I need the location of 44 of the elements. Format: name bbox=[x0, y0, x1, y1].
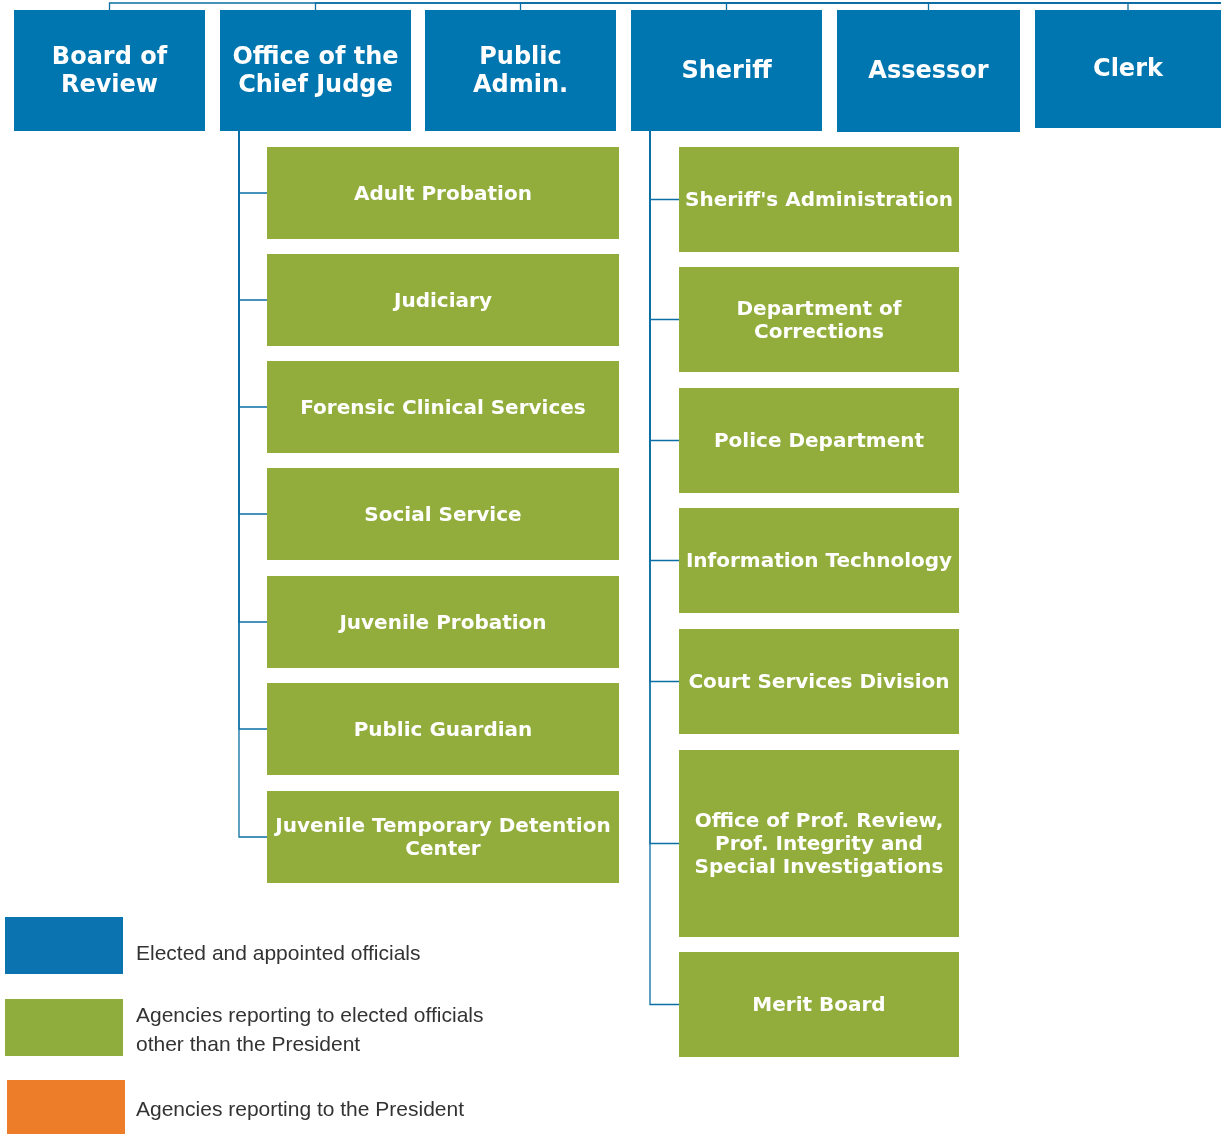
node-label: Public Admin. bbox=[471, 42, 570, 99]
node-label: Department of Corrections bbox=[735, 296, 903, 343]
node-label: Sheriff's Administration bbox=[685, 188, 953, 211]
agency-box bbox=[679, 508, 959, 613]
node-label: Court Services Division bbox=[688, 670, 950, 693]
node-label: Forensic Clinical Services bbox=[300, 395, 586, 419]
agency-box bbox=[679, 750, 959, 937]
connector-line bbox=[1127, 2, 1221, 11]
agency-box bbox=[679, 147, 959, 252]
agency-box bbox=[267, 683, 619, 775]
node-label: Juvenile Probation bbox=[339, 610, 547, 634]
node-label: Assessor bbox=[868, 57, 989, 85]
node-label: Juvenile Temporary Detention Center bbox=[273, 814, 612, 860]
legend-label: Elected and appointed officials bbox=[136, 940, 422, 966]
node-label: Information Technology bbox=[685, 549, 953, 572]
node-label: Office of the Chief Judge bbox=[231, 42, 400, 99]
agency-box bbox=[267, 147, 619, 239]
official-box bbox=[1035, 10, 1221, 128]
agency-box bbox=[267, 254, 619, 346]
node-label: Office of Prof. Review, Prof. Integrity and Special Investigations bbox=[693, 809, 945, 878]
official-box bbox=[837, 10, 1020, 132]
agency-box bbox=[679, 952, 959, 1057]
agency-box bbox=[267, 791, 619, 883]
agency-box bbox=[267, 361, 619, 453]
node-label: Judiciary bbox=[394, 288, 492, 312]
agency-box bbox=[679, 629, 959, 734]
agency-box bbox=[267, 468, 619, 560]
official-box bbox=[425, 10, 616, 131]
node-label: Sheriff bbox=[681, 56, 772, 85]
node-label: Social Service bbox=[364, 502, 522, 526]
node-label: Board of Review bbox=[50, 42, 169, 99]
node-label: Adult Probation bbox=[354, 181, 532, 205]
node-label: Clerk bbox=[1093, 55, 1163, 83]
node-label: Public Guardian bbox=[353, 717, 533, 741]
node-label: Police Department bbox=[713, 429, 925, 452]
legend-label: Agencies reporting to elected officials other than the President bbox=[136, 1002, 485, 1058]
node-label: Merit Board bbox=[752, 993, 886, 1016]
official-box bbox=[631, 10, 822, 131]
agency-box bbox=[679, 388, 959, 493]
agency-box bbox=[267, 576, 619, 668]
official-box bbox=[220, 10, 411, 131]
agency-box bbox=[679, 267, 959, 372]
official-box bbox=[14, 10, 205, 131]
legend-label: Agencies reporting to the President bbox=[136, 1096, 466, 1122]
